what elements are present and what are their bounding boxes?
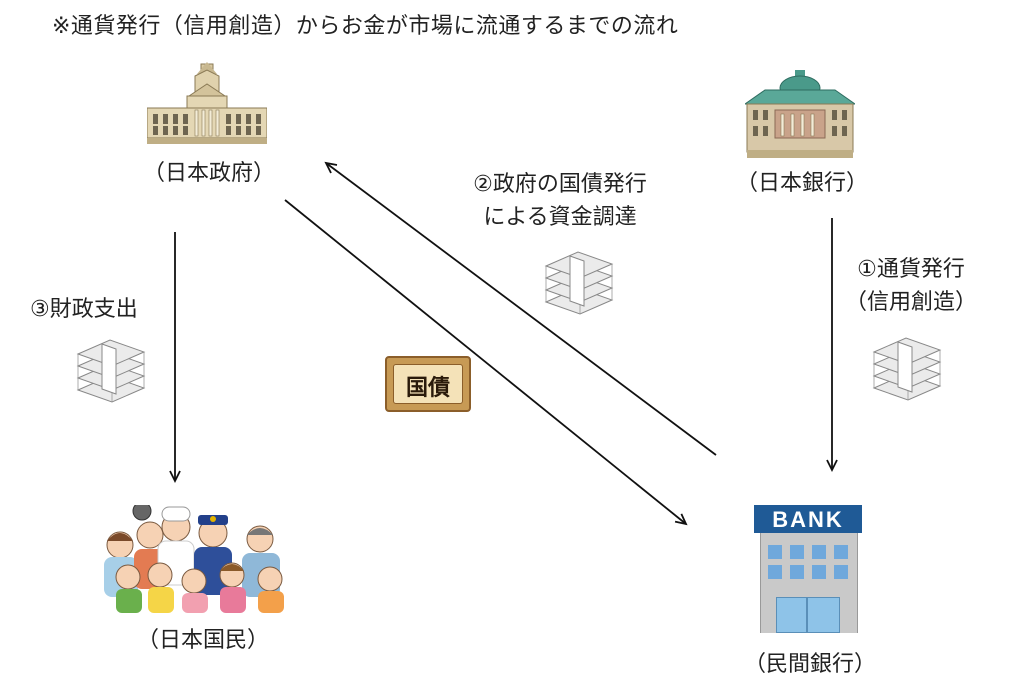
step1-text: ①通貨発行 （信用創造） <box>836 253 986 319</box>
bond-label: 国債 <box>405 375 450 401</box>
money-stack-icon <box>544 251 614 315</box>
bank-of-japan-building-icon <box>745 70 855 158</box>
step1-line1: ①通貨発行 <box>857 257 965 282</box>
parliament-building-icon <box>147 62 267 144</box>
arrow-bank-to-government <box>324 161 717 456</box>
citizens-label: （日本国民） <box>136 628 269 653</box>
money-stack-icon <box>872 337 942 401</box>
government-bond-icon: 国債 <box>385 356 471 412</box>
arrow-government-to-bank <box>284 199 688 526</box>
private-bank-building-icon: BANK <box>754 505 862 633</box>
step2-text: ②政府の国債発行 による資金調達 <box>440 168 680 234</box>
step3-line1: ③財政支出 <box>30 297 138 322</box>
diagram-title: ※通貨発行（信用創造）からお金が市場に流通するまでの流れ <box>52 14 679 39</box>
bank-sign: BANK <box>772 507 844 532</box>
step2-line2: による資金調達 <box>483 205 637 230</box>
citizens-group-icon <box>104 505 284 613</box>
money-stack-icon <box>76 339 146 403</box>
private-bank-label: （民間銀行） <box>743 652 876 677</box>
boj-label: （日本銀行） <box>735 171 868 196</box>
step1-line2: （信用創造） <box>844 290 977 315</box>
government-label: （日本政府） <box>142 161 275 186</box>
step3-text: ③財政支出 <box>30 293 138 326</box>
step2-line1: ②政府の国債発行 <box>473 172 647 197</box>
